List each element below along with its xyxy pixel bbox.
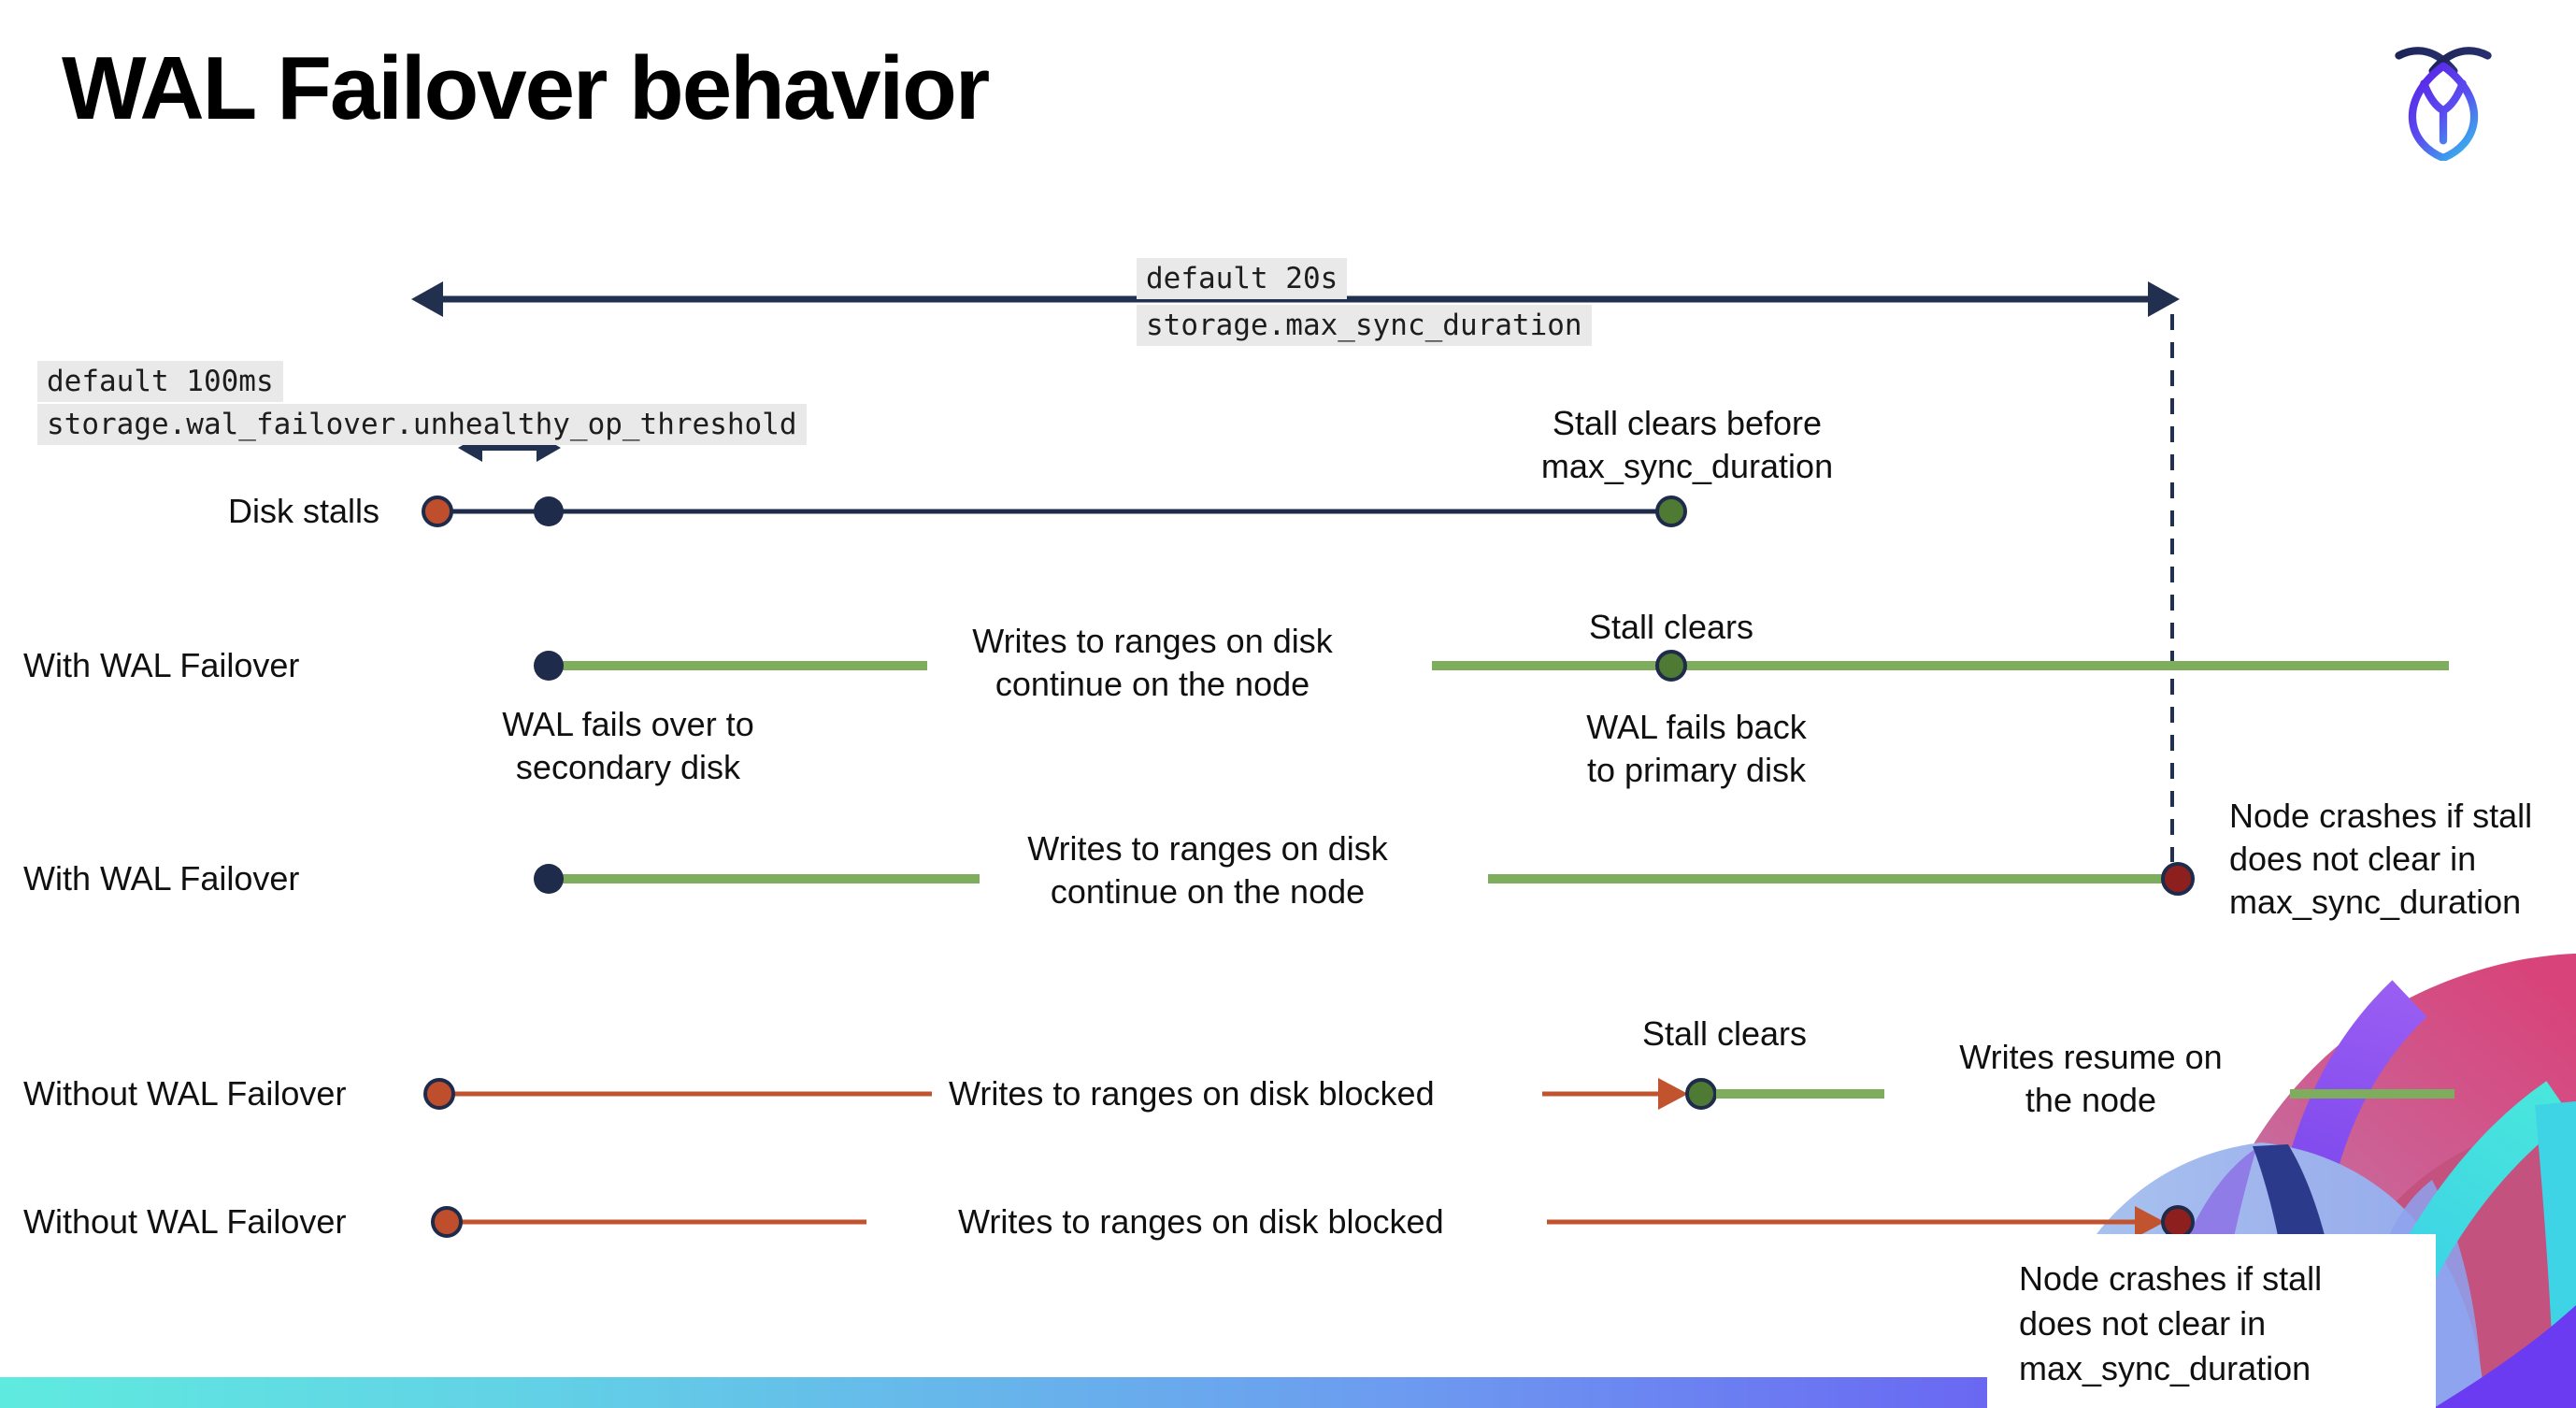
page-title: WAL Failover behavior: [62, 38, 990, 138]
row-label-without-wal-failover-2: Without WAL Failover: [23, 1202, 347, 1241]
timeline-row-disk-stalls: [422, 496, 1687, 527]
stall-clears-dot: [1685, 1078, 1717, 1110]
stall-clears-note-1: Stall clears: [1588, 608, 1754, 646]
threshold-setting-label: storage.wal_failover.unhealthy_op_thresh…: [37, 404, 807, 445]
writes-blocked-note-1: Writes to ranges on disk blocked: [949, 1074, 1435, 1113]
stall-clears-note-2: Stall clears: [1641, 1014, 1808, 1053]
failover-dot: [534, 864, 564, 894]
row-label-with-wal-failover-2: With WAL Failover: [23, 859, 300, 898]
art-purple-corner: [2434, 1305, 2576, 1408]
row-label-with-wal-failover-1: With WAL Failover: [23, 646, 300, 684]
wal-fails-over-note: WAL fails over to secondary disk: [502, 705, 754, 786]
stall-clears-dot: [1655, 496, 1687, 527]
arrowhead-left: [411, 281, 443, 317]
body-outline: [2408, 62, 2479, 161]
stall-start-dot: [423, 1078, 455, 1110]
wal-fails-back-note: WAL fails back to primary disk: [1586, 708, 1807, 789]
threshold-dot: [534, 496, 564, 526]
row-label-disk-stalls: Disk stalls: [228, 492, 380, 530]
writes-continue-note-1: Writes to ranges on disk continue on the…: [972, 622, 1333, 703]
stall-clears-dot: [1655, 650, 1687, 682]
writes-resume-note: Writes resume on the node: [1959, 1038, 2223, 1119]
cockroachdb-logo-icon: [2395, 47, 2492, 161]
wing-vein: [2420, 79, 2467, 116]
node-crash-note-2-box: Node crashes if stall does not clear in …: [1987, 1234, 2436, 1408]
threshold-default-label: default 100ms: [37, 361, 283, 402]
blocked-arrowhead: [1658, 1078, 1688, 1110]
stall-clears-before-note: Stall clears before max_sync_duration: [1540, 404, 1834, 485]
row-label-without-wal-failover-1: Without WAL Failover: [23, 1074, 347, 1113]
duration-setting-label: storage.max_sync_duration: [1137, 305, 1592, 346]
node-crash-note-2: Node crashes if stall does not clear in …: [2019, 1259, 2323, 1387]
stall-start-dot: [431, 1206, 463, 1238]
writes-continue-note-2: Writes to ranges on disk continue on the…: [1027, 829, 1388, 911]
failover-dot: [534, 651, 564, 681]
writes-blocked-note-2: Writes to ranges on disk blocked: [958, 1202, 1444, 1241]
duration-default-label: default 20s: [1137, 258, 1348, 299]
timeline-row-with-failover-clears: [534, 650, 2449, 682]
stall-start-dot: [422, 496, 453, 527]
node-crash-note-1: Node crashes if stall does not clear in …: [2229, 797, 2533, 921]
node-crash-dot: [2161, 862, 2195, 896]
arrowhead-right: [2148, 281, 2180, 317]
